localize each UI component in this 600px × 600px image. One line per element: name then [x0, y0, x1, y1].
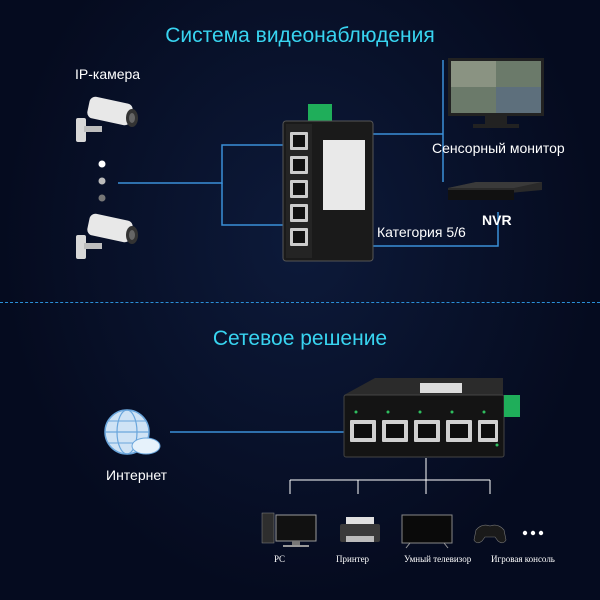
more-dot-2 [530, 530, 536, 536]
ip-camera-icon-1 [76, 96, 138, 142]
surveillance-title: Система видеонаблюдения [165, 24, 435, 47]
device-label-tv: Умный телевизор [404, 554, 472, 564]
ip-camera-label: IP-камера [75, 66, 141, 82]
monitor-label: Сенсорный монитор [432, 140, 565, 156]
device-label-gamepad: Игровая консоль [491, 554, 555, 564]
tv-icon [401, 514, 453, 549]
more-dot-3 [538, 530, 544, 536]
more-dot-1 [522, 530, 528, 536]
din-rail-switch-horizontal [343, 378, 520, 458]
network-title: Сетевое решение [212, 327, 388, 350]
section-divider [0, 302, 600, 303]
cable-label: Категория 5/6 [377, 224, 466, 240]
printer-icon [340, 517, 380, 542]
nvr-icon [448, 182, 542, 200]
device-tree-lines [289, 458, 491, 494]
dot-1 [98, 160, 106, 168]
ip-camera-icon-2 [76, 213, 138, 259]
internet-globe-icon [104, 409, 161, 455]
internet-label: Интернет [106, 467, 168, 483]
din-rail-switch-vertical [282, 104, 374, 262]
dot-3 [98, 194, 106, 202]
pc-icon [261, 512, 317, 547]
gamepad-icon [473, 524, 507, 544]
nvr-label: NVR [482, 212, 512, 228]
device-label-printer: Принтер [336, 554, 370, 564]
device-label-pc: PC [274, 554, 286, 564]
dot-2 [98, 177, 106, 185]
touch-monitor-icon [448, 58, 544, 128]
